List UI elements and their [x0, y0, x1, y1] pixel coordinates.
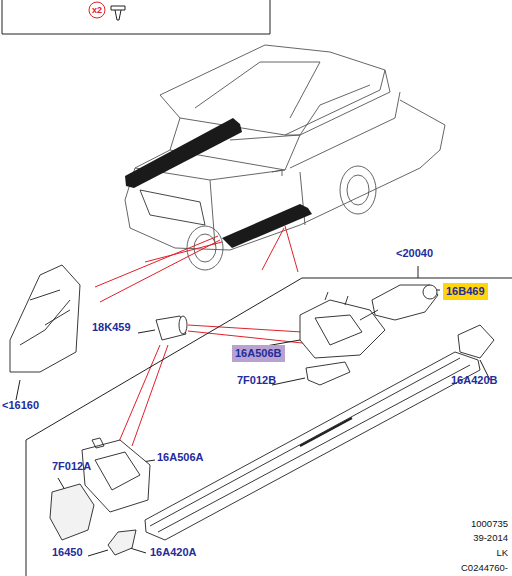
callout-number: 16450 [52, 546, 83, 559]
callout-number: 16A506B [235, 347, 282, 360]
vehicle [125, 45, 445, 270]
callout-number: 18K459 [92, 321, 131, 334]
bracket-a [82, 440, 150, 512]
end-cap-a [108, 530, 136, 555]
callout-number: 7F012A [52, 460, 91, 473]
callout-number: <20040 [396, 247, 433, 260]
side-bracket [10, 265, 80, 372]
highlighted-callout: 16B469 [443, 283, 488, 300]
drawing-reference: 39-2014 [473, 532, 508, 543]
callout-number: 16B469 [446, 285, 485, 298]
assembly-frame [16, 266, 512, 576]
highlighted-callout: 16A506B [232, 345, 285, 362]
drawing-reference: 1000735 [471, 518, 508, 529]
trim-a [50, 484, 94, 540]
trim-b [306, 362, 350, 385]
bushing [156, 316, 186, 340]
callout-number: 16A420A [150, 546, 196, 559]
drawing-reference: LK [496, 547, 508, 558]
roof-rail [125, 118, 242, 188]
callout-number: 7F012B [237, 374, 276, 387]
bracket-b [300, 300, 385, 358]
callout-number: 16A420B [451, 374, 497, 387]
drawing-reference: C0244760- [461, 562, 508, 573]
quantity-text: x2 [92, 4, 102, 17]
quantity-circle [89, 2, 105, 18]
running-board [145, 352, 480, 540]
running-board [222, 204, 312, 248]
end-cap-b [458, 325, 494, 358]
callout-number: 16A506A [157, 451, 203, 464]
callout-number: <16160 [2, 399, 39, 412]
fastener [111, 6, 125, 20]
inset-frame [2, 0, 270, 34]
motor [372, 285, 438, 320]
